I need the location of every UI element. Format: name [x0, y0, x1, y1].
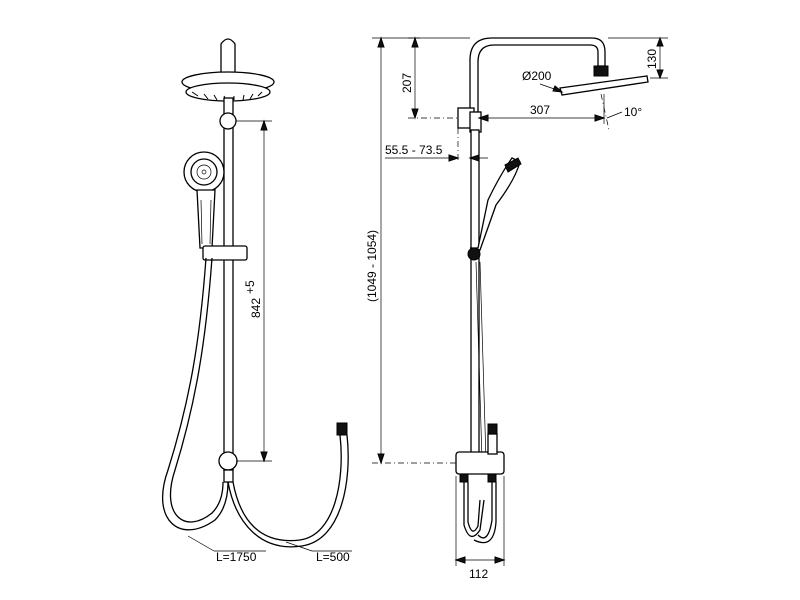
front-top-stub [220, 38, 236, 76]
side-valve-outlet [487, 423, 498, 435]
side-shower-head [559, 75, 649, 96]
front-slider [202, 245, 248, 261]
front-hose-short [232, 434, 342, 542]
head-drop-label: 130 [645, 49, 659, 69]
arm-reach-dimension: 307 [477, 94, 606, 124]
head-tilt-label: 10° [624, 105, 642, 119]
front-rail-dimension: 842 +5 [236, 119, 272, 463]
rail-tolerance-label: +5 [243, 280, 257, 294]
overall-height-dimension: (1049 - 1054) [365, 36, 470, 465]
rail-height-label: 842 [249, 298, 263, 318]
base-width-dimension: 112 [454, 476, 506, 581]
front-hose-long [162, 257, 229, 531]
front-hose-end-fitting [336, 422, 348, 436]
short-hose-label: L=500 [316, 550, 350, 564]
long-hose-label: L=1750 [216, 550, 257, 564]
front-bottom-joint [218, 451, 238, 471]
front-overhead-shower-head [181, 71, 275, 102]
front-view [162, 38, 349, 548]
front-hand-shower [183, 151, 225, 249]
hose-leaders: L=1750 L=500 [187, 535, 352, 564]
head-tilt-dimension: 10° [600, 93, 642, 131]
overall-height-label: (1049 - 1054) [365, 230, 379, 302]
base-width-label: 112 [469, 567, 488, 581]
head-diameter-dimension: Ø200 [522, 69, 564, 93]
front-hose-long-inner [169, 257, 224, 523]
side-slider-knob [467, 247, 481, 261]
bracket-height-dimension: 207 [400, 36, 458, 120]
front-hose-short-inner [227, 434, 349, 548]
head-diameter-label: Ø200 [522, 69, 552, 83]
side-head-connector [593, 65, 609, 77]
arm-reach-label: 307 [530, 103, 550, 117]
side-bottom-valve [455, 451, 505, 475]
front-top-joint [219, 112, 237, 130]
side-hose [475, 261, 487, 461]
front-bottom-connector [223, 469, 234, 483]
side-loop-hose [463, 482, 497, 544]
side-collar-top [469, 111, 482, 133]
wall-offset-label: 55.5 - 73.5 [385, 143, 443, 157]
wall-offset-dimension: 55.5 - 73.5 [385, 128, 488, 162]
head-drop-dimension: 130 [608, 36, 668, 80]
side-rail [470, 129, 480, 461]
front-rail [223, 97, 234, 471]
bracket-height-label: 207 [400, 73, 414, 93]
side-view [455, 37, 649, 544]
